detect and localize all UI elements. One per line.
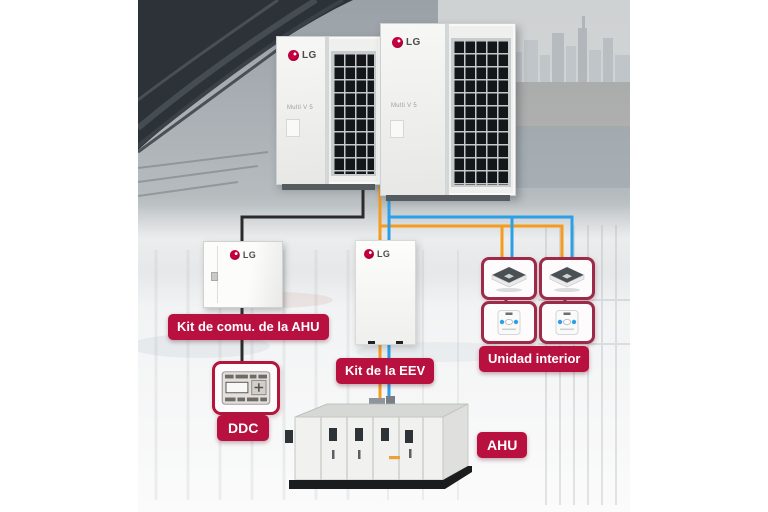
ahu-panel-seams [320, 417, 424, 480]
ahu-icon [285, 396, 472, 489]
model-text: Multi V 5 [391, 102, 418, 109]
wired-remote-controller-1 [481, 301, 537, 344]
ahu-base [289, 466, 472, 489]
furniture-blur [138, 334, 270, 358]
outdoor-unit-2: LG Multi V 5 [380, 23, 516, 201]
remote-controller-icon [497, 309, 521, 335]
outdoor-unit-front-panel: LG Multi V 5 [381, 24, 450, 195]
wired-remote-controller-2 [539, 301, 595, 344]
ddc-terminals-top [225, 374, 267, 379]
pipe-stub [396, 341, 403, 344]
ahu-latch-detail [389, 456, 400, 460]
lg-logo-text: LG [242, 250, 257, 260]
lg-symbol-icon [229, 250, 240, 260]
model-text: Multi V 5 [287, 104, 314, 111]
ddc-display [225, 381, 249, 394]
lg-logo-text: LG [302, 50, 317, 61]
ddc-terminals-bottom [225, 397, 267, 402]
ahu-handles [332, 449, 412, 459]
ahu-unit [285, 394, 475, 498]
heat-exchanger-grille [451, 38, 511, 187]
ddc-controller-icon [221, 371, 271, 405]
label-eev-kit: Kit de la EEV [336, 358, 435, 384]
ddc-controller-box [212, 361, 280, 415]
lg-logo: LG [392, 37, 421, 48]
lg-logo: LG [288, 50, 317, 61]
pipe-stub [368, 341, 375, 344]
indoor-cassette-unit-1 [481, 257, 537, 300]
label-ddc: DDC [217, 415, 270, 441]
label-ahu: AHU [477, 432, 528, 458]
spec-sticker [286, 119, 300, 138]
label-ahu-comm-kit: Kit de comu. de la AHU [168, 314, 329, 340]
eev-kit-box: LG [355, 240, 416, 345]
curved-roof [138, 0, 353, 154]
remote-controller-icon [555, 309, 579, 335]
lg-symbol-icon [392, 37, 403, 48]
lg-logo-text: LG [406, 37, 421, 48]
city-skyline [506, 16, 630, 82]
lg-logo: LG [364, 249, 390, 259]
label-indoor-unit: Unidad interior [479, 346, 590, 372]
lg-logo-text: LG [377, 249, 391, 259]
cabinet-latch [211, 271, 218, 281]
ahu-door-windows [285, 428, 413, 443]
heat-exchanger-grille [330, 51, 376, 176]
cassette-icon [549, 266, 585, 292]
ahu-comm-kit-cabinet: LG [203, 241, 283, 308]
lg-logo: LG [229, 250, 257, 260]
cassette-icon [491, 266, 527, 292]
lg-symbol-icon [364, 249, 374, 259]
spec-sticker [390, 119, 404, 138]
indoor-cassette-unit-2 [539, 257, 595, 300]
outdoor-unit-1: LG Multi V 5 [276, 36, 381, 190]
lg-symbol-icon [288, 50, 299, 61]
outdoor-unit-front-panel: LG Multi V 5 [277, 37, 329, 184]
floor-steps [138, 151, 269, 197]
